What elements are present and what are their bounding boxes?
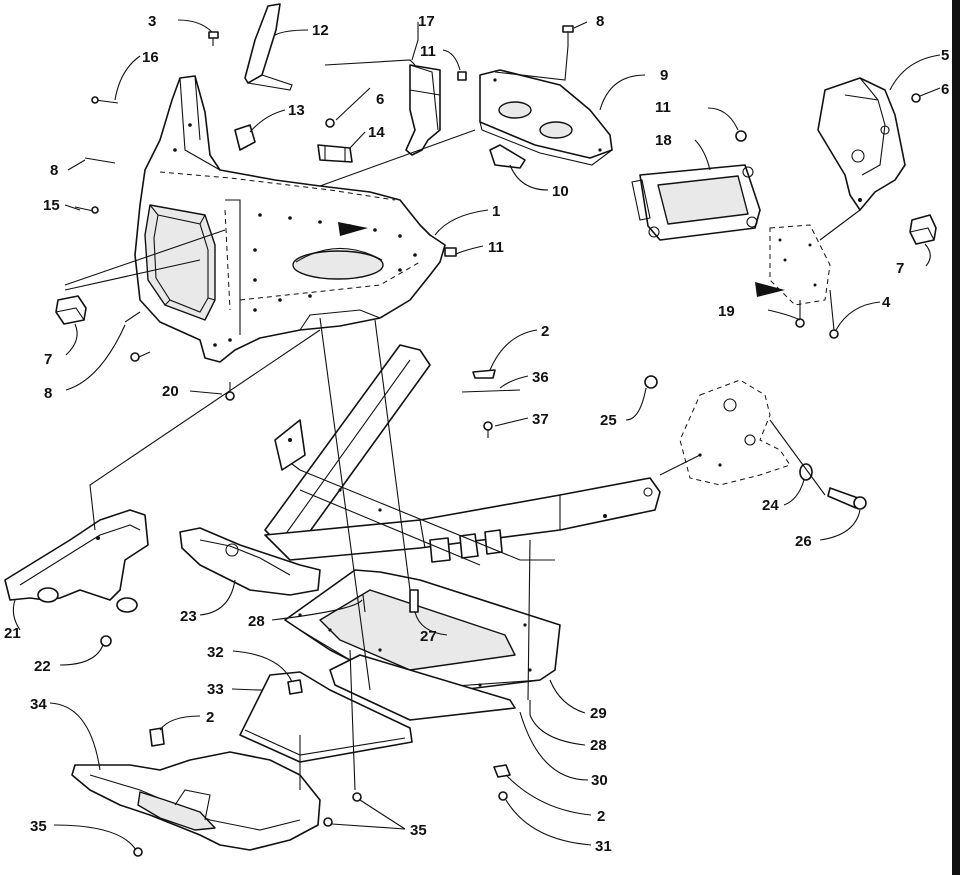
callout-31: 31 [595,838,612,855]
bracket-10 [489,144,526,169]
callout-7: 7 [896,260,904,277]
assembly-lines [64,45,861,791]
rubber-block-7-right [909,214,937,245]
callout-35: 35 [410,822,427,839]
callout-2: 2 [597,808,605,825]
main-frame [264,344,661,566]
callout-1: 1 [492,203,500,220]
callout-26: 26 [795,533,812,550]
callout-25: 25 [600,412,617,429]
callout-19: 19 [718,303,735,320]
hardware [74,25,921,857]
callout-7: 7 [44,351,52,368]
callout-4: 4 [882,294,891,311]
callout-36: 36 [532,369,549,386]
callout-23: 23 [180,608,197,625]
callout-11: 11 [655,99,671,116]
callout-11: 11 [420,43,436,60]
callout-12: 12 [312,22,329,39]
callout-2: 2 [541,323,549,340]
callout-34: 34 [30,696,47,713]
mounting-plate-dashed [755,224,831,306]
callout-18: 18 [655,132,672,149]
bracket-5 [817,77,906,211]
callout-14: 14 [368,124,385,141]
frame-section-25 [679,379,791,486]
callout-10: 10 [552,183,569,200]
callout-24: 24 [762,497,779,514]
callout-2: 2 [206,709,214,726]
callout-labels: 3 12 17 8 11 9 5 6 16 13 6 14 11 18 8 10… [4,13,949,855]
callout-5: 5 [941,47,949,64]
callout-8: 8 [44,385,52,402]
callout-33: 33 [207,681,224,698]
callout-28: 28 [248,613,265,630]
callout-32: 32 [207,644,224,661]
callout-21: 21 [4,625,21,642]
front-skid-34 [71,751,321,851]
bracket-14 [317,144,353,163]
callout-6: 6 [941,81,949,98]
callout-30: 30 [591,772,608,789]
callout-9: 9 [660,67,668,84]
bracket-12 [244,3,293,91]
callout-6: 6 [376,91,384,108]
callout-16: 16 [142,49,159,66]
callout-28: 28 [590,737,607,754]
callout-3: 3 [148,13,156,30]
bracket-21 [4,509,149,613]
bracket-17 [405,64,441,156]
callout-11: 11 [488,239,504,256]
callout-29: 29 [590,705,607,722]
module-18 [631,164,761,241]
plate-9 [479,69,613,166]
bracket-23 [179,527,321,596]
callout-27: 27 [420,628,437,645]
callout-13: 13 [288,102,305,119]
page-edge-bar [952,0,960,875]
front-bulkhead [134,75,446,363]
callout-leaders [12,19,941,851]
callout-22: 22 [34,658,51,675]
callout-35: 35 [30,818,47,835]
callout-37: 37 [532,411,549,428]
callout-8: 8 [596,13,604,30]
callout-17: 17 [418,13,435,30]
rubber-block-7-left [55,295,87,325]
callout-15: 15 [43,197,60,214]
clip-13 [234,124,256,151]
callout-20: 20 [162,383,179,400]
skid-plate-30 [329,654,516,721]
callout-8: 8 [50,162,58,179]
